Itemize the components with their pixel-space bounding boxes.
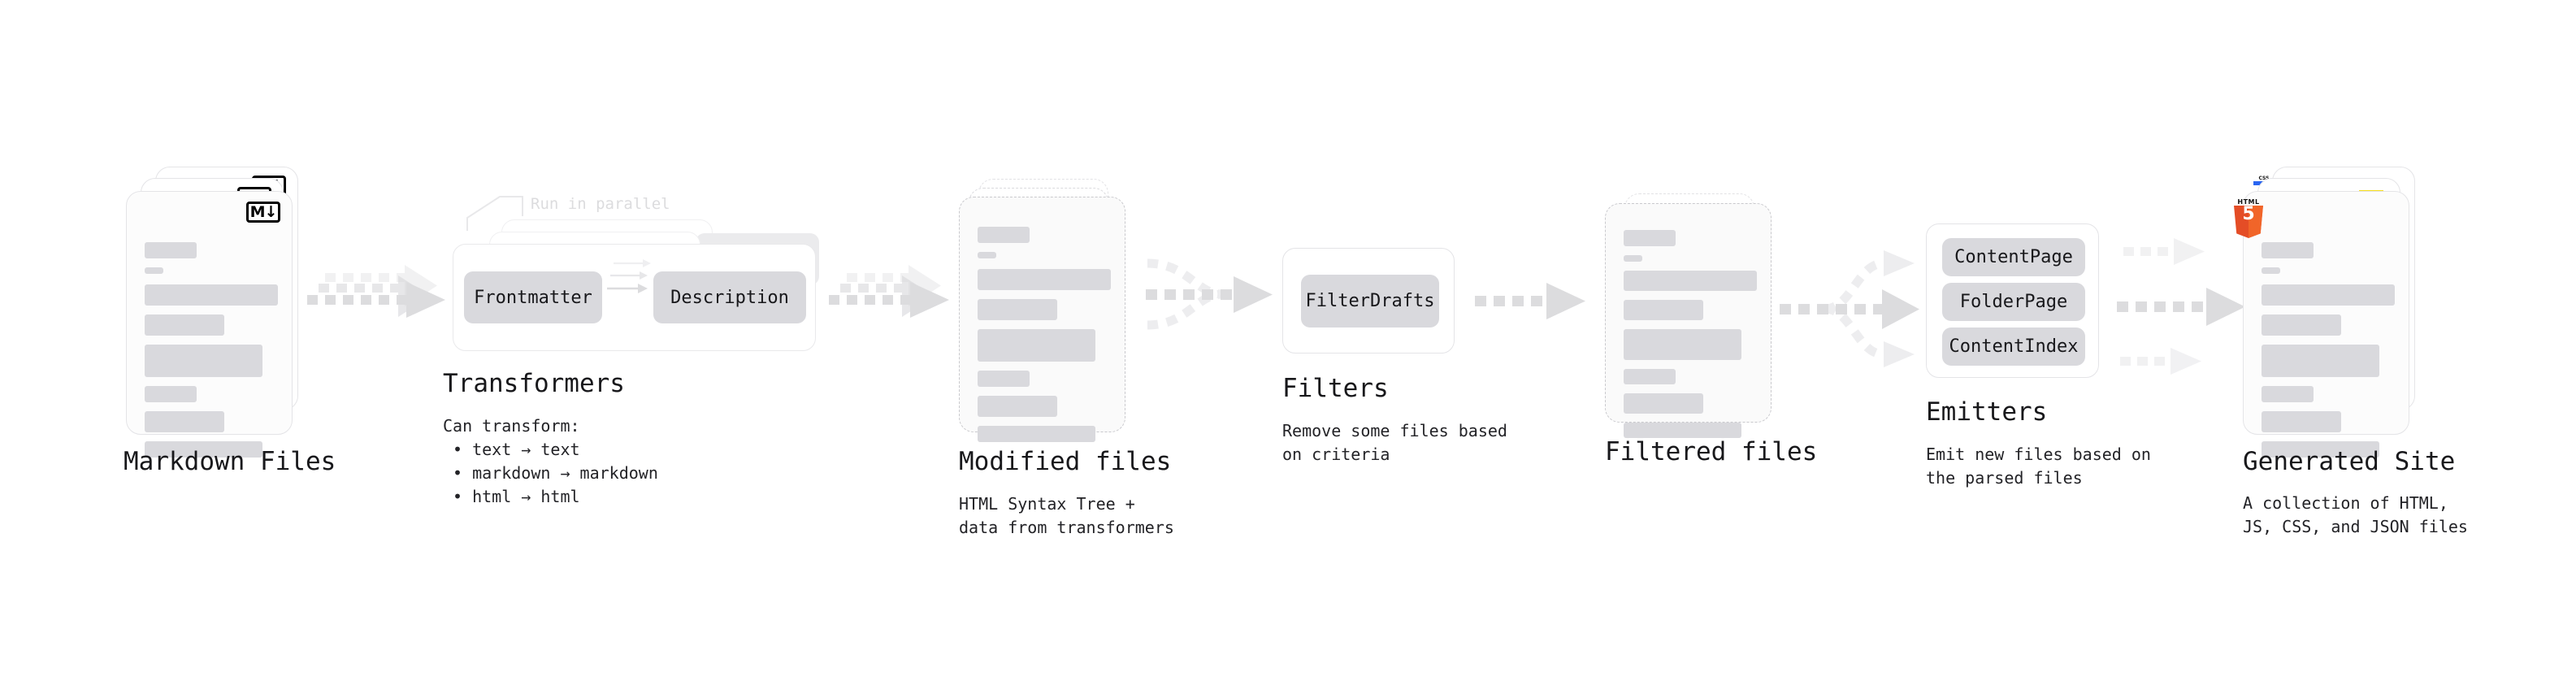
stage-title-filters: Filters <box>1282 374 1389 403</box>
stage-emitters: ContentPage FolderPage ContentIndex Emit… <box>1926 223 2151 488</box>
connector-filtered-to-emitters <box>1780 236 1934 382</box>
triple-stacked-arrow-icon <box>307 265 445 318</box>
stage-filters: FilterDrafts Filters Remove some files b… <box>1282 248 1507 464</box>
connector-emitters-to-site <box>2117 234 2263 380</box>
transformer-box-front: Frontmatter Description <box>453 244 816 351</box>
inner-flow-arrows-icon <box>607 259 651 293</box>
html5-icon: HTML 5 <box>2232 198 2265 238</box>
stage-markdown-files: M↓ M↓ M↓ Markdown Files <box>124 167 336 476</box>
emitters-box: ContentPage FolderPage ContentIndex <box>1926 223 2099 378</box>
stage-title-markdown-files: Markdown Files <box>124 447 336 476</box>
triple-arrow-icon <box>2117 238 2245 375</box>
stage-title-emitters: Emitters <box>1926 397 2048 427</box>
stage-title-transformers: Transformers <box>443 369 625 398</box>
doc-skeleton <box>145 242 278 466</box>
markdown-icon: M↓ <box>246 202 280 223</box>
connector-modified-to-filters <box>1138 252 1284 349</box>
doc-skeleton <box>2262 242 2395 466</box>
stage-subtitle-modified-files: HTML Syntax Tree +data from transformers <box>959 494 1174 537</box>
single-arrow-icon <box>1475 283 1585 319</box>
filter-chip-filterdrafts[interactable]: FilterDrafts <box>1301 275 1439 327</box>
transformer-chip-description[interactable]: Description <box>653 271 806 323</box>
filtered-doc-stack <box>1605 193 1776 438</box>
doc-skeleton <box>1624 230 1757 447</box>
stage-title-generated-site: Generated Site <box>2243 447 2456 476</box>
markdown-doc-front: M↓ <box>126 191 293 458</box>
triple-stacked-arrow-icon <box>829 265 949 318</box>
emitter-chip-contentindex[interactable]: ContentIndex <box>1942 327 2085 366</box>
modified-doc-front <box>959 197 1125 442</box>
site-doc-front-html: HTML 5 <box>2234 191 2409 458</box>
connector-filters-to-filtered <box>1475 283 1597 332</box>
parallel-label: Run in parallel <box>531 195 670 213</box>
stage-modified-files: Modified files HTML Syntax Tree +data fr… <box>959 179 1174 537</box>
stage-filtered-files: Filtered files <box>1605 193 1817 466</box>
split-arrow-icon <box>1780 250 1919 367</box>
stage-generated-site: CSS HTML 5 <box>2234 167 2468 536</box>
emitter-chip-folderpage[interactable]: FolderPage <box>1942 283 2085 321</box>
merge-arrow-icon <box>1146 258 1273 330</box>
transformer-chip-frontmatter[interactable]: Frontmatter <box>464 271 602 323</box>
connector-md-to-transformers <box>307 265 470 341</box>
markdown-doc-stack: M↓ M↓ M↓ <box>126 167 305 458</box>
connector-transformers-to-modified <box>829 265 983 341</box>
stage-subtitle-transformers: Can transform:• text → text• markdown → … <box>443 416 658 506</box>
site-doc-stack: CSS HTML 5 <box>2234 167 2422 458</box>
emitter-chip-contentpage[interactable]: ContentPage <box>1942 238 2085 276</box>
parallel-bracket-icon <box>466 196 523 231</box>
stage-title-filtered-files: Filtered files <box>1605 437 1818 466</box>
filters-box: FilterDrafts <box>1282 248 1455 354</box>
filtered-doc-front <box>1605 203 1772 438</box>
stage-subtitle-generated-site: A collection of HTML,JS, CSS, and JSON f… <box>2243 493 2468 536</box>
stage-title-modified-files: Modified files <box>959 447 1172 476</box>
modified-doc-stack <box>959 179 1130 442</box>
doc-skeleton <box>978 227 1111 451</box>
